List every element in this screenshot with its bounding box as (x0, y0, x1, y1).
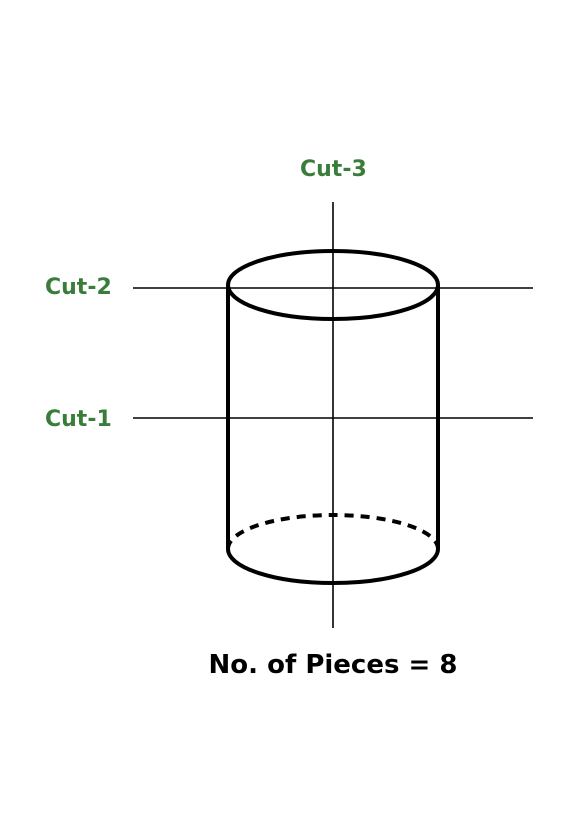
cut-3-label: Cut-3 (300, 157, 367, 182)
cylinder-bottom-front (226, 548, 440, 585)
cut-2-label: Cut-2 (45, 275, 112, 300)
pieces-caption: No. of Pieces = 8 (208, 650, 458, 680)
cylinder-bottom-back (226, 513, 440, 550)
cut-1-label: Cut-1 (45, 407, 112, 432)
